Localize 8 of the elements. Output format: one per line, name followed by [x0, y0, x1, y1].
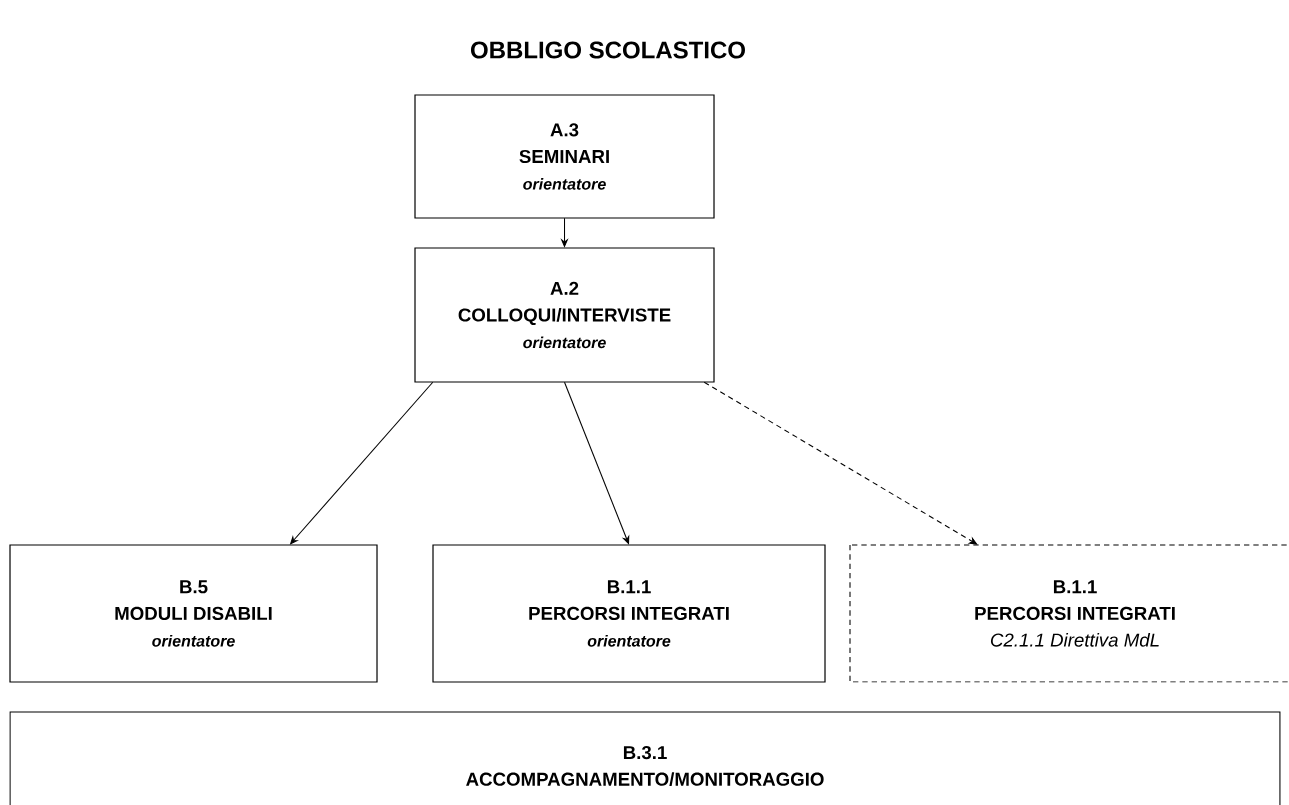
- process-box: B.1.1 PERCORSI INTEGRATI C2.1.1 Direttiva MdL: [849, 544, 1289, 683]
- process-box: A.2 COLLOQUI/INTERVISTE orientatore: [414, 247, 715, 383]
- title: OBBLIGO SCOLASTICO: [471, 41, 745, 59]
- process-box: B.1.1 PERCORSI INTEGRATI orientatore: [432, 544, 826, 683]
- process-box: B.3.1 ACCOMPAGNAMENTO/MONITORAGGIO: [9, 711, 1281, 805]
- process-box: A.3 SEMINARI orientatore: [414, 94, 715, 219]
- process-box: B.5 MODULI DISABILI orientatore: [9, 544, 378, 683]
- arrow: [703, 381, 978, 545]
